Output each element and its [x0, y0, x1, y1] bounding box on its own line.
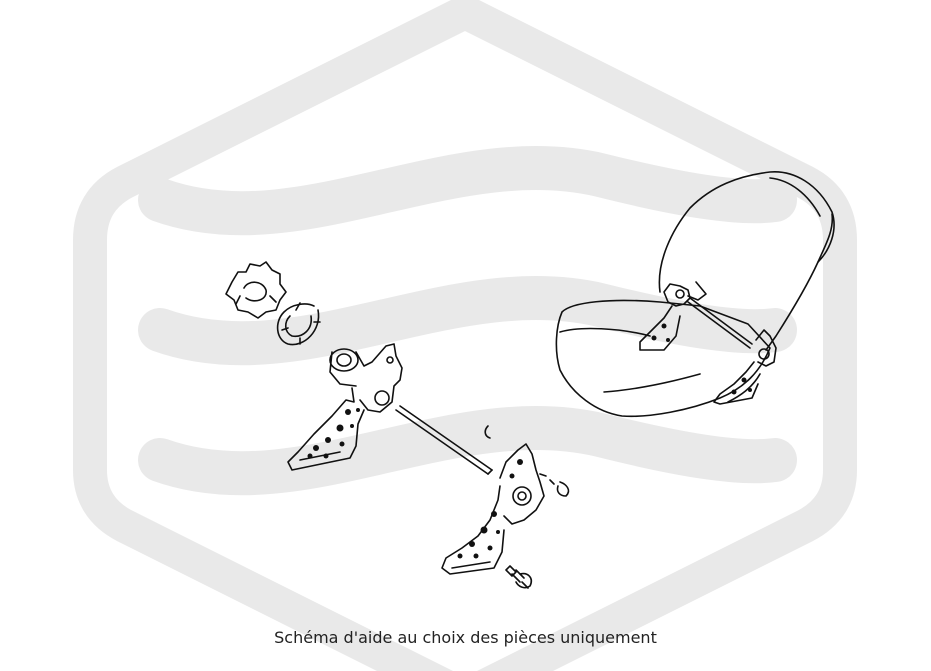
spring-clip: [276, 302, 321, 346]
seat-backrest: [658, 171, 835, 351]
left-recliner-bracket: [287, 343, 403, 471]
diagram-caption: Schéma d'aide au choix des pièces unique…: [274, 628, 657, 647]
wave-watermark-icon: [138, 146, 797, 236]
seat-cushion: [555, 299, 771, 418]
seat-assembly: [555, 171, 835, 418]
bolt: [505, 565, 533, 589]
wave-watermark-icon: [138, 406, 797, 496]
small-clips: [484, 425, 570, 497]
connecting-rod: [395, 405, 493, 475]
watermark-logo: [73, 0, 857, 671]
recliner-knob: [225, 261, 287, 319]
right-recliner-bracket: [441, 443, 545, 575]
wave-watermark-icon: [138, 276, 797, 366]
hexagon-watermark-icon: [73, 0, 857, 671]
